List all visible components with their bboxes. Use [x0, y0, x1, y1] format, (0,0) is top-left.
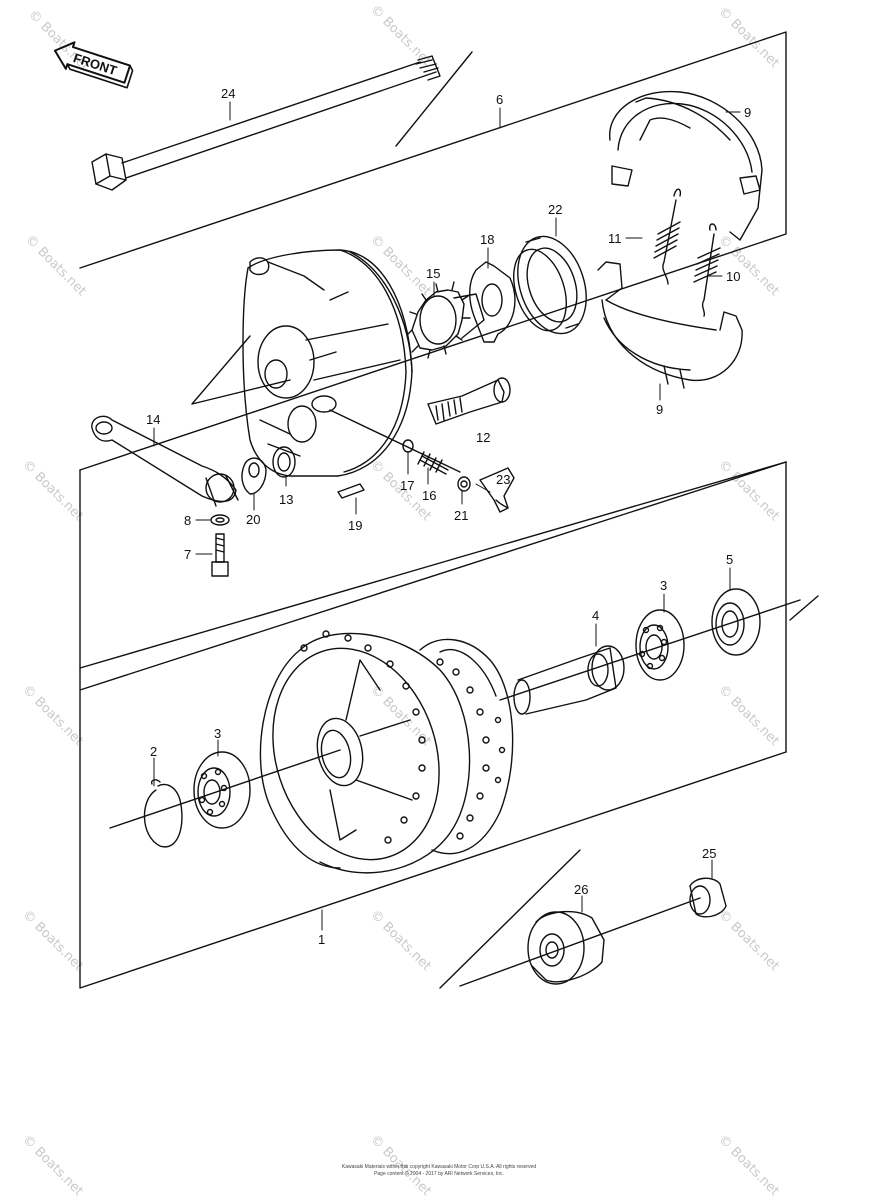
- wheel-hub: [259, 630, 514, 874]
- callout-11: 11: [608, 231, 622, 246]
- spring-11: [653, 188, 682, 285]
- callout-10: 10: [726, 269, 740, 284]
- watermark: © Boats.net: [367, 907, 434, 974]
- callout-4: 4: [592, 608, 599, 623]
- washer: [210, 514, 230, 526]
- key: [337, 483, 365, 499]
- callout-12: 12: [476, 430, 490, 445]
- watermark: © Boats.net: [367, 682, 434, 749]
- callout-24: 24: [221, 86, 235, 101]
- nut: [457, 476, 471, 492]
- callout-18: 18: [480, 232, 494, 247]
- shaft-seal: [272, 446, 296, 478]
- bearing-left: [193, 751, 251, 829]
- hub-bushing: [689, 877, 727, 918]
- lever-bolt: [211, 533, 229, 577]
- brake-shoe-upper: [609, 90, 763, 241]
- callout-26: 26: [574, 882, 588, 897]
- callout-7: 7: [184, 547, 191, 562]
- callout-2: 2: [150, 744, 157, 759]
- watermark: © Boats.net: [715, 907, 782, 974]
- collar-axis: [459, 897, 701, 987]
- brake-camshaft: [427, 377, 511, 425]
- hub-collar: [527, 911, 605, 985]
- hub-panel-guide: [789, 595, 819, 621]
- watermarks: © Boats.net © Boats.net © Boats.net © Bo…: [19, 2, 782, 1199]
- callout-23: 23: [496, 472, 510, 487]
- indicator-pin: [479, 467, 515, 513]
- copyright-line-2: Page content © 2004 - 2017 by ARI Networ…: [374, 1171, 504, 1177]
- watermark: © Boats.net: [19, 682, 86, 749]
- callout-labels: 24 6 9 22 18 11 10 15 9 14 12 23 17 16 1…: [146, 86, 751, 947]
- brake-panel: [242, 249, 413, 477]
- copyright-line-1: Kawasaki Materials within this copyright…: [341, 1164, 537, 1170]
- callout-5: 5: [726, 552, 733, 567]
- leader-lines: [153, 101, 741, 931]
- callout-3-left: 3: [214, 726, 221, 741]
- watermark: © Boats.net: [22, 232, 89, 299]
- callout-9-lower: 9: [656, 402, 663, 417]
- hub-panel-frame: [79, 461, 787, 989]
- callout-8: 8: [184, 513, 191, 528]
- hub-seal: [711, 588, 761, 656]
- callout-22: 22: [548, 202, 562, 217]
- callout-14: 14: [146, 412, 160, 427]
- axle-guide: [395, 51, 473, 147]
- watermark: © Boats.net: [715, 4, 782, 71]
- hub-spacer: [513, 645, 625, 715]
- callout-19: 19: [348, 518, 362, 533]
- callout-16: 16: [422, 488, 436, 503]
- callout-15: 15: [426, 266, 440, 281]
- circlip: [143, 779, 183, 848]
- bearing-right: [635, 609, 685, 681]
- brake-lever: [91, 415, 239, 507]
- brake-shoe-lower: [597, 261, 743, 389]
- callout-9-upper: 9: [744, 105, 751, 120]
- callout-20: 20: [246, 512, 260, 527]
- watermark: © Boats.net: [19, 457, 86, 524]
- hub-axis-left: [109, 749, 341, 829]
- drive-gear: [407, 281, 485, 359]
- oil-seal: [513, 235, 587, 335]
- callout-17: 17: [400, 478, 414, 493]
- watermark: © Boats.net: [715, 682, 782, 749]
- callout-1: 1: [318, 932, 325, 947]
- callout-25: 25: [702, 846, 716, 861]
- watermark: © Boats.net: [367, 232, 434, 299]
- callout-3-right: 3: [660, 578, 667, 593]
- cam-spring: [329, 409, 461, 475]
- brake-panel-guide: [191, 335, 291, 405]
- watermark: © Boats.net: [715, 232, 782, 299]
- callout-6: 6: [496, 92, 503, 107]
- indicator-plate: [241, 457, 267, 495]
- hub-axis-right: [499, 599, 801, 701]
- watermark: © Boats.net: [19, 907, 86, 974]
- axle-bolt: [91, 55, 441, 191]
- tab-washer: [469, 261, 516, 343]
- spring-10: [693, 223, 721, 317]
- callout-13: 13: [279, 492, 293, 507]
- callout-21: 21: [454, 508, 468, 523]
- brake-panel-frame: [79, 31, 787, 471]
- collar-guide: [439, 849, 581, 989]
